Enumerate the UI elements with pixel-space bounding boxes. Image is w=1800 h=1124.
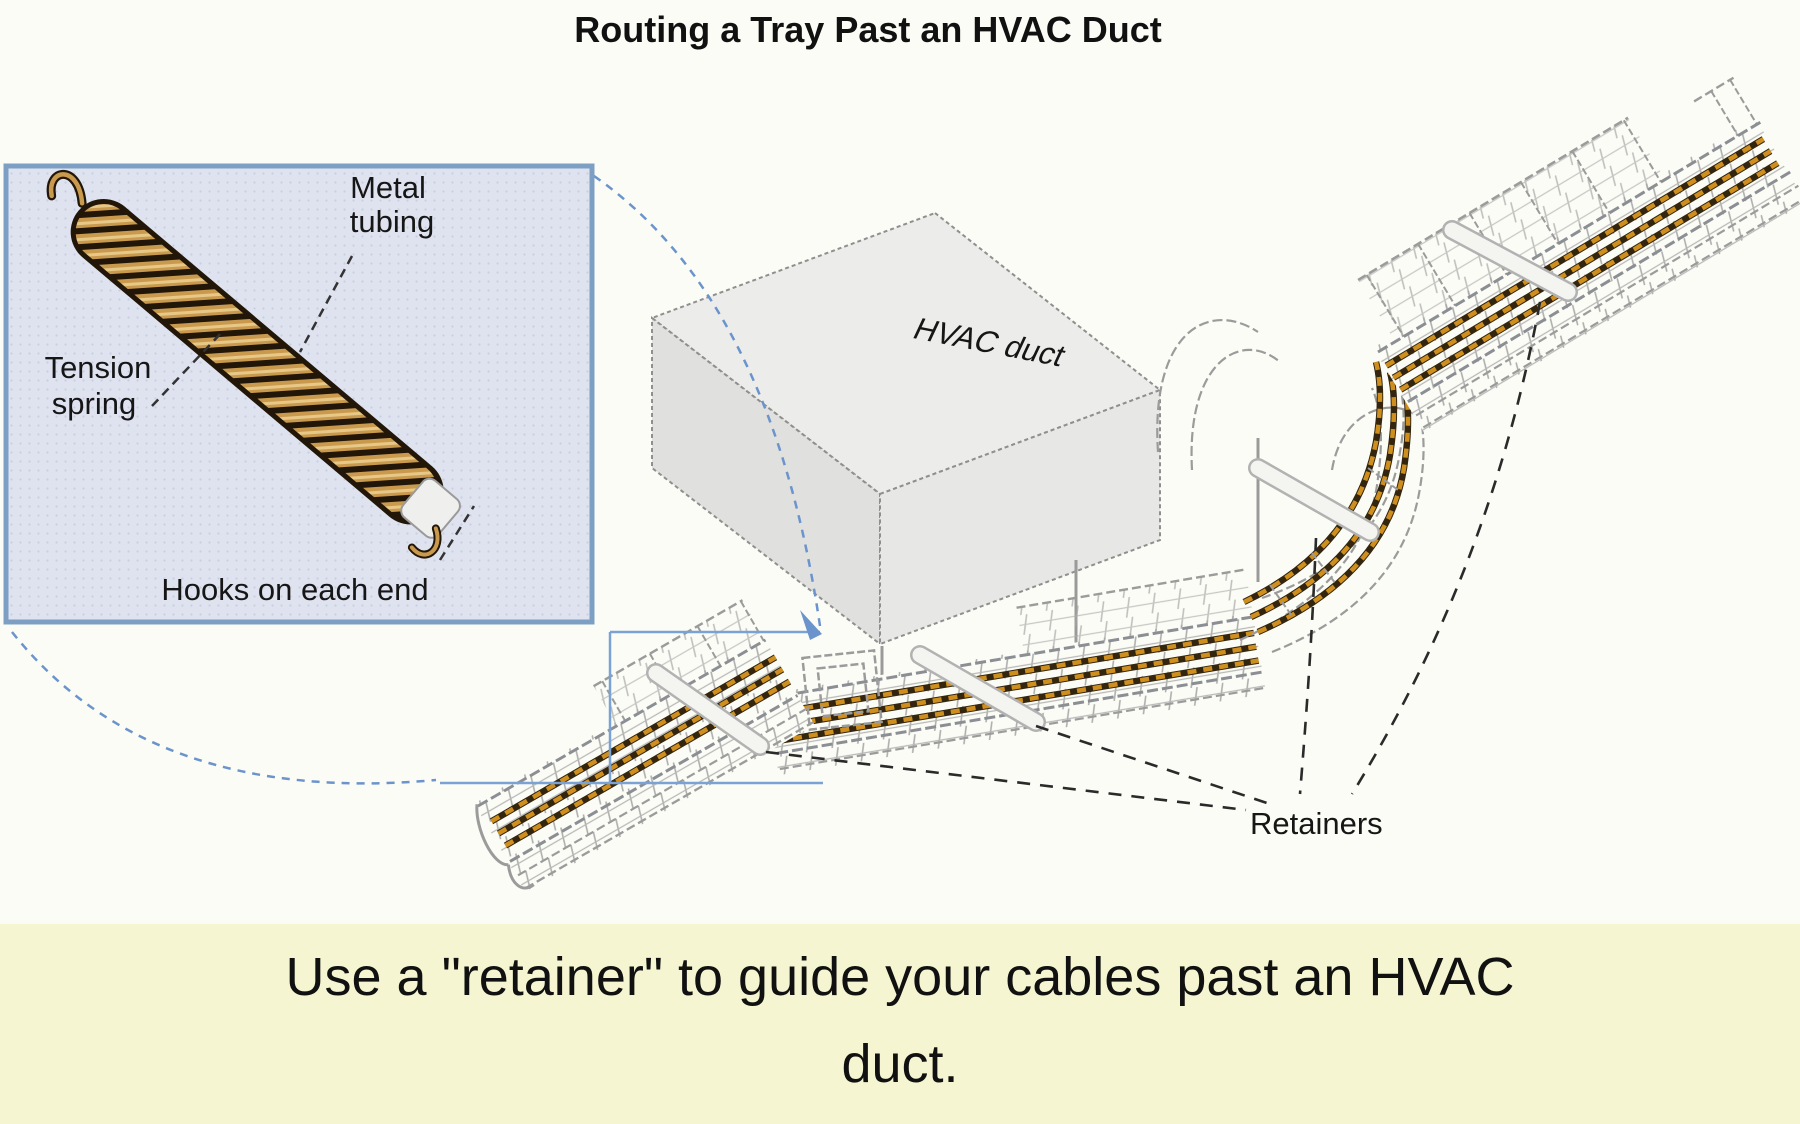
inset-detail-box: Metal tubing Tension spring Hooks on eac…: [3, 163, 595, 625]
tension-spring-leader: [151, 329, 225, 407]
hooks-leader: [438, 505, 476, 561]
hvac-duct-box: HVAC duct: [649, 211, 1163, 647]
metal-tubing-label-2: tubing: [350, 204, 434, 239]
retainer-upper: [1442, 220, 1578, 302]
metal-tubing-leader: [298, 255, 354, 353]
cables-upper: [1384, 136, 1780, 393]
leader-line-4: [1350, 301, 1542, 795]
retainer-lower: [646, 663, 770, 756]
page-title: Routing a Tray Past an HVAC Duct: [574, 9, 1161, 50]
figure-caption: Use a "retainer" to guide your cables pa…: [0, 924, 1800, 1124]
caption-line-1: Use a "retainer" to guide your cables pa…: [285, 947, 1515, 1007]
hooks-label: Hooks on each end: [161, 572, 428, 607]
leader-line-3: [1298, 537, 1318, 795]
spring-illustration: [46, 169, 461, 559]
tension-spring-label-2: spring: [52, 386, 136, 421]
cable-tray-upper: [1357, 76, 1800, 432]
tray-junction-frame: [801, 649, 883, 731]
tension-spring-label: Tension: [45, 350, 152, 385]
metal-tubing-label: Metal: [350, 170, 426, 205]
callout-region-box: [440, 630, 823, 785]
cables-lower: [489, 654, 792, 849]
cable-tray-middle: [765, 568, 1267, 776]
inset-leader-lines: [151, 255, 476, 561]
leader-line-1: [765, 750, 1247, 812]
retainer-leader-lines: [765, 301, 1542, 812]
retainers-label: Retainers: [1250, 806, 1383, 841]
callout-arc-bottom: [11, 631, 437, 785]
callout-arc-top: [593, 174, 822, 627]
retainer-middle: [910, 645, 1046, 732]
metal-tubing-tip: [400, 477, 461, 539]
caption-line-2: duct.: [841, 1034, 959, 1095]
retainer-climb: [1248, 458, 1380, 542]
callout-arrowhead: [800, 610, 822, 640]
cables-climb: [1242, 361, 1412, 635]
leader-line-2: [1035, 724, 1271, 806]
